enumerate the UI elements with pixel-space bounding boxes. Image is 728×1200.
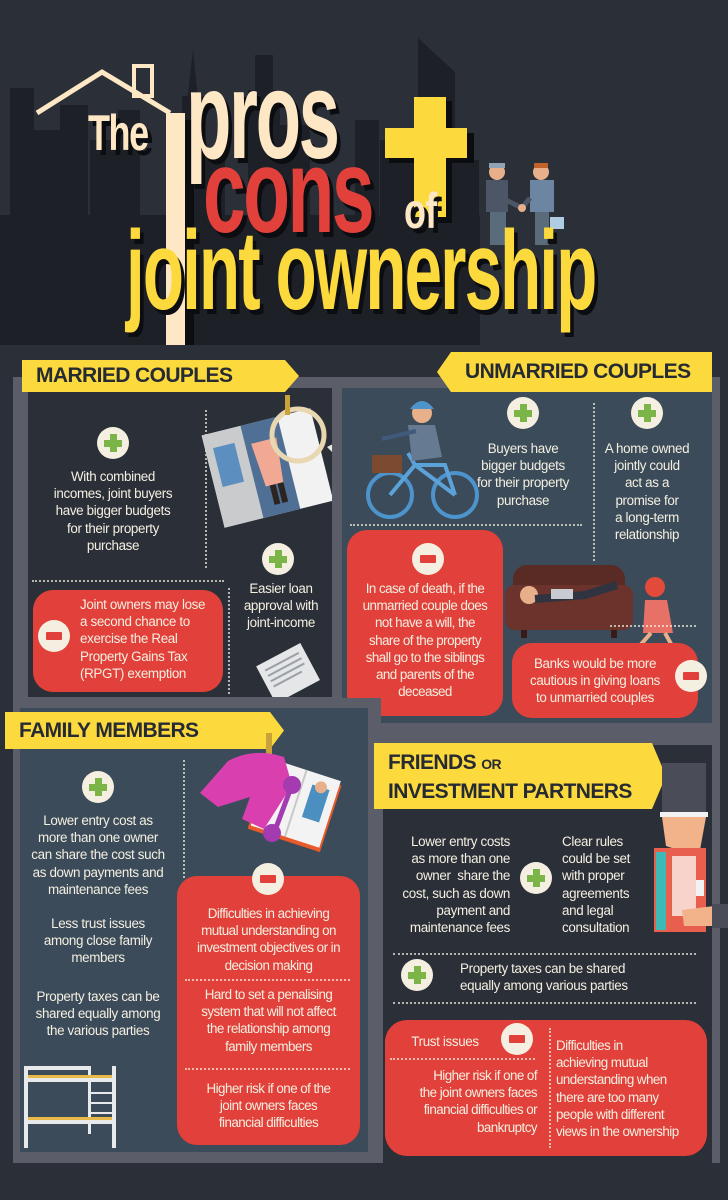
plus-icon <box>82 771 114 803</box>
divider <box>183 760 185 878</box>
title-of: of <box>404 183 437 239</box>
unmarried-pro-2: A home owned jointly could act as a prom… <box>604 441 690 543</box>
friends-title-or: OR <box>481 756 502 772</box>
divider <box>393 953 696 955</box>
plus-icon <box>507 397 539 429</box>
divider <box>185 979 350 981</box>
family-con-box <box>177 876 360 1145</box>
divider <box>32 580 224 582</box>
friends-pro-3: Property taxes can be shared equally amo… <box>460 961 628 994</box>
friends-title-line2: INVESTMENT PARTNERS <box>388 780 632 803</box>
sofa-couple-icon <box>505 565 677 653</box>
married-pro-2: Easier loan approval with joint-income <box>243 581 319 631</box>
married-couples-banner: MARRIED COUPLES <box>22 360 299 392</box>
unmarried-con-1: In case of death, if the unmarried coupl… <box>362 581 488 700</box>
minus-icon <box>412 543 444 575</box>
friends-con-box <box>385 1020 707 1156</box>
plus-icon <box>520 862 552 894</box>
title-pros: pros <box>186 47 340 185</box>
bunk-bed-icon <box>24 1066 116 1148</box>
laptop-hands-icon <box>654 763 728 932</box>
minus-icon <box>38 620 70 652</box>
document-icon <box>256 642 320 697</box>
title-cons: cons <box>203 124 375 258</box>
family-pro-3: Property taxes can be shared equally amo… <box>35 989 161 1039</box>
divider <box>185 1068 350 1070</box>
family-pro-2: Less trust issues among close family mem… <box>43 916 153 966</box>
family-members-title: FAMILY MEMBERS <box>19 719 199 742</box>
handshake-icon <box>486 163 564 245</box>
friends-con-3: Difficulties in achieving mutual underst… <box>556 1038 679 1140</box>
friends-con-1: Trust issues <box>411 1034 479 1049</box>
cyclist-icon <box>366 401 479 519</box>
divider <box>228 588 230 694</box>
plus-icon <box>631 397 663 429</box>
divider <box>205 410 207 568</box>
unmarried-con-box-2 <box>512 643 698 718</box>
title-the: The <box>88 105 149 161</box>
family-pro-1: Lower entry cost as more than one owner … <box>31 813 165 897</box>
minus-icon <box>252 863 284 895</box>
plus-icon <box>401 959 433 991</box>
friends-con-2: Higher risk if one of the joint owners f… <box>419 1068 538 1135</box>
married-pro-1: With combined incomes, joint buyers have… <box>53 469 173 553</box>
minus-icon <box>675 660 707 692</box>
divider <box>610 625 696 627</box>
friends-banner: FRIENDS OR INVESTMENT PARTNERS <box>374 743 666 809</box>
plus-icon <box>262 543 294 575</box>
divider <box>393 1002 696 1004</box>
family-con-1: Difficulties in achieving mutual underst… <box>197 906 340 973</box>
wardrobe-ring-icon <box>201 395 337 528</box>
divider <box>390 1058 535 1060</box>
family-con-2: Hard to set a penalising system that wil… <box>201 987 336 1054</box>
scooter-book-icon <box>200 733 342 853</box>
unmarried-pro-1: Buyers have bigger budgets for their pro… <box>477 441 569 508</box>
friends-pro-2: Clear rules could be set with proper agr… <box>562 834 631 936</box>
unmarried-couples-banner: UNMARRIED COUPLES <box>437 352 712 392</box>
header: The pros cons of joint ownership <box>0 0 728 345</box>
divider <box>350 524 582 526</box>
friends-pro-1: Lower entry costs as more than one owner… <box>402 834 510 936</box>
divider <box>593 403 595 561</box>
married-con-1: Joint owners may lose a second chance to… <box>80 597 206 681</box>
divider <box>549 1028 551 1148</box>
married-couples-title: MARRIED COUPLES <box>36 364 233 387</box>
big-plus-icon <box>385 97 474 223</box>
family-con-3: Higher risk if one of the joint owners f… <box>206 1081 332 1131</box>
family-members-banner: FAMILY MEMBERS <box>5 712 284 749</box>
minus-icon <box>501 1023 533 1055</box>
title-joint-ownership: joint ownership <box>126 208 597 333</box>
unmarried-couples-title: UNMARRIED COUPLES <box>465 360 691 383</box>
friends-title-line1: FRIENDS <box>388 751 476 774</box>
plus-icon <box>97 427 129 459</box>
unmarried-con-2: Banks would be more cautious in giving l… <box>529 656 661 706</box>
